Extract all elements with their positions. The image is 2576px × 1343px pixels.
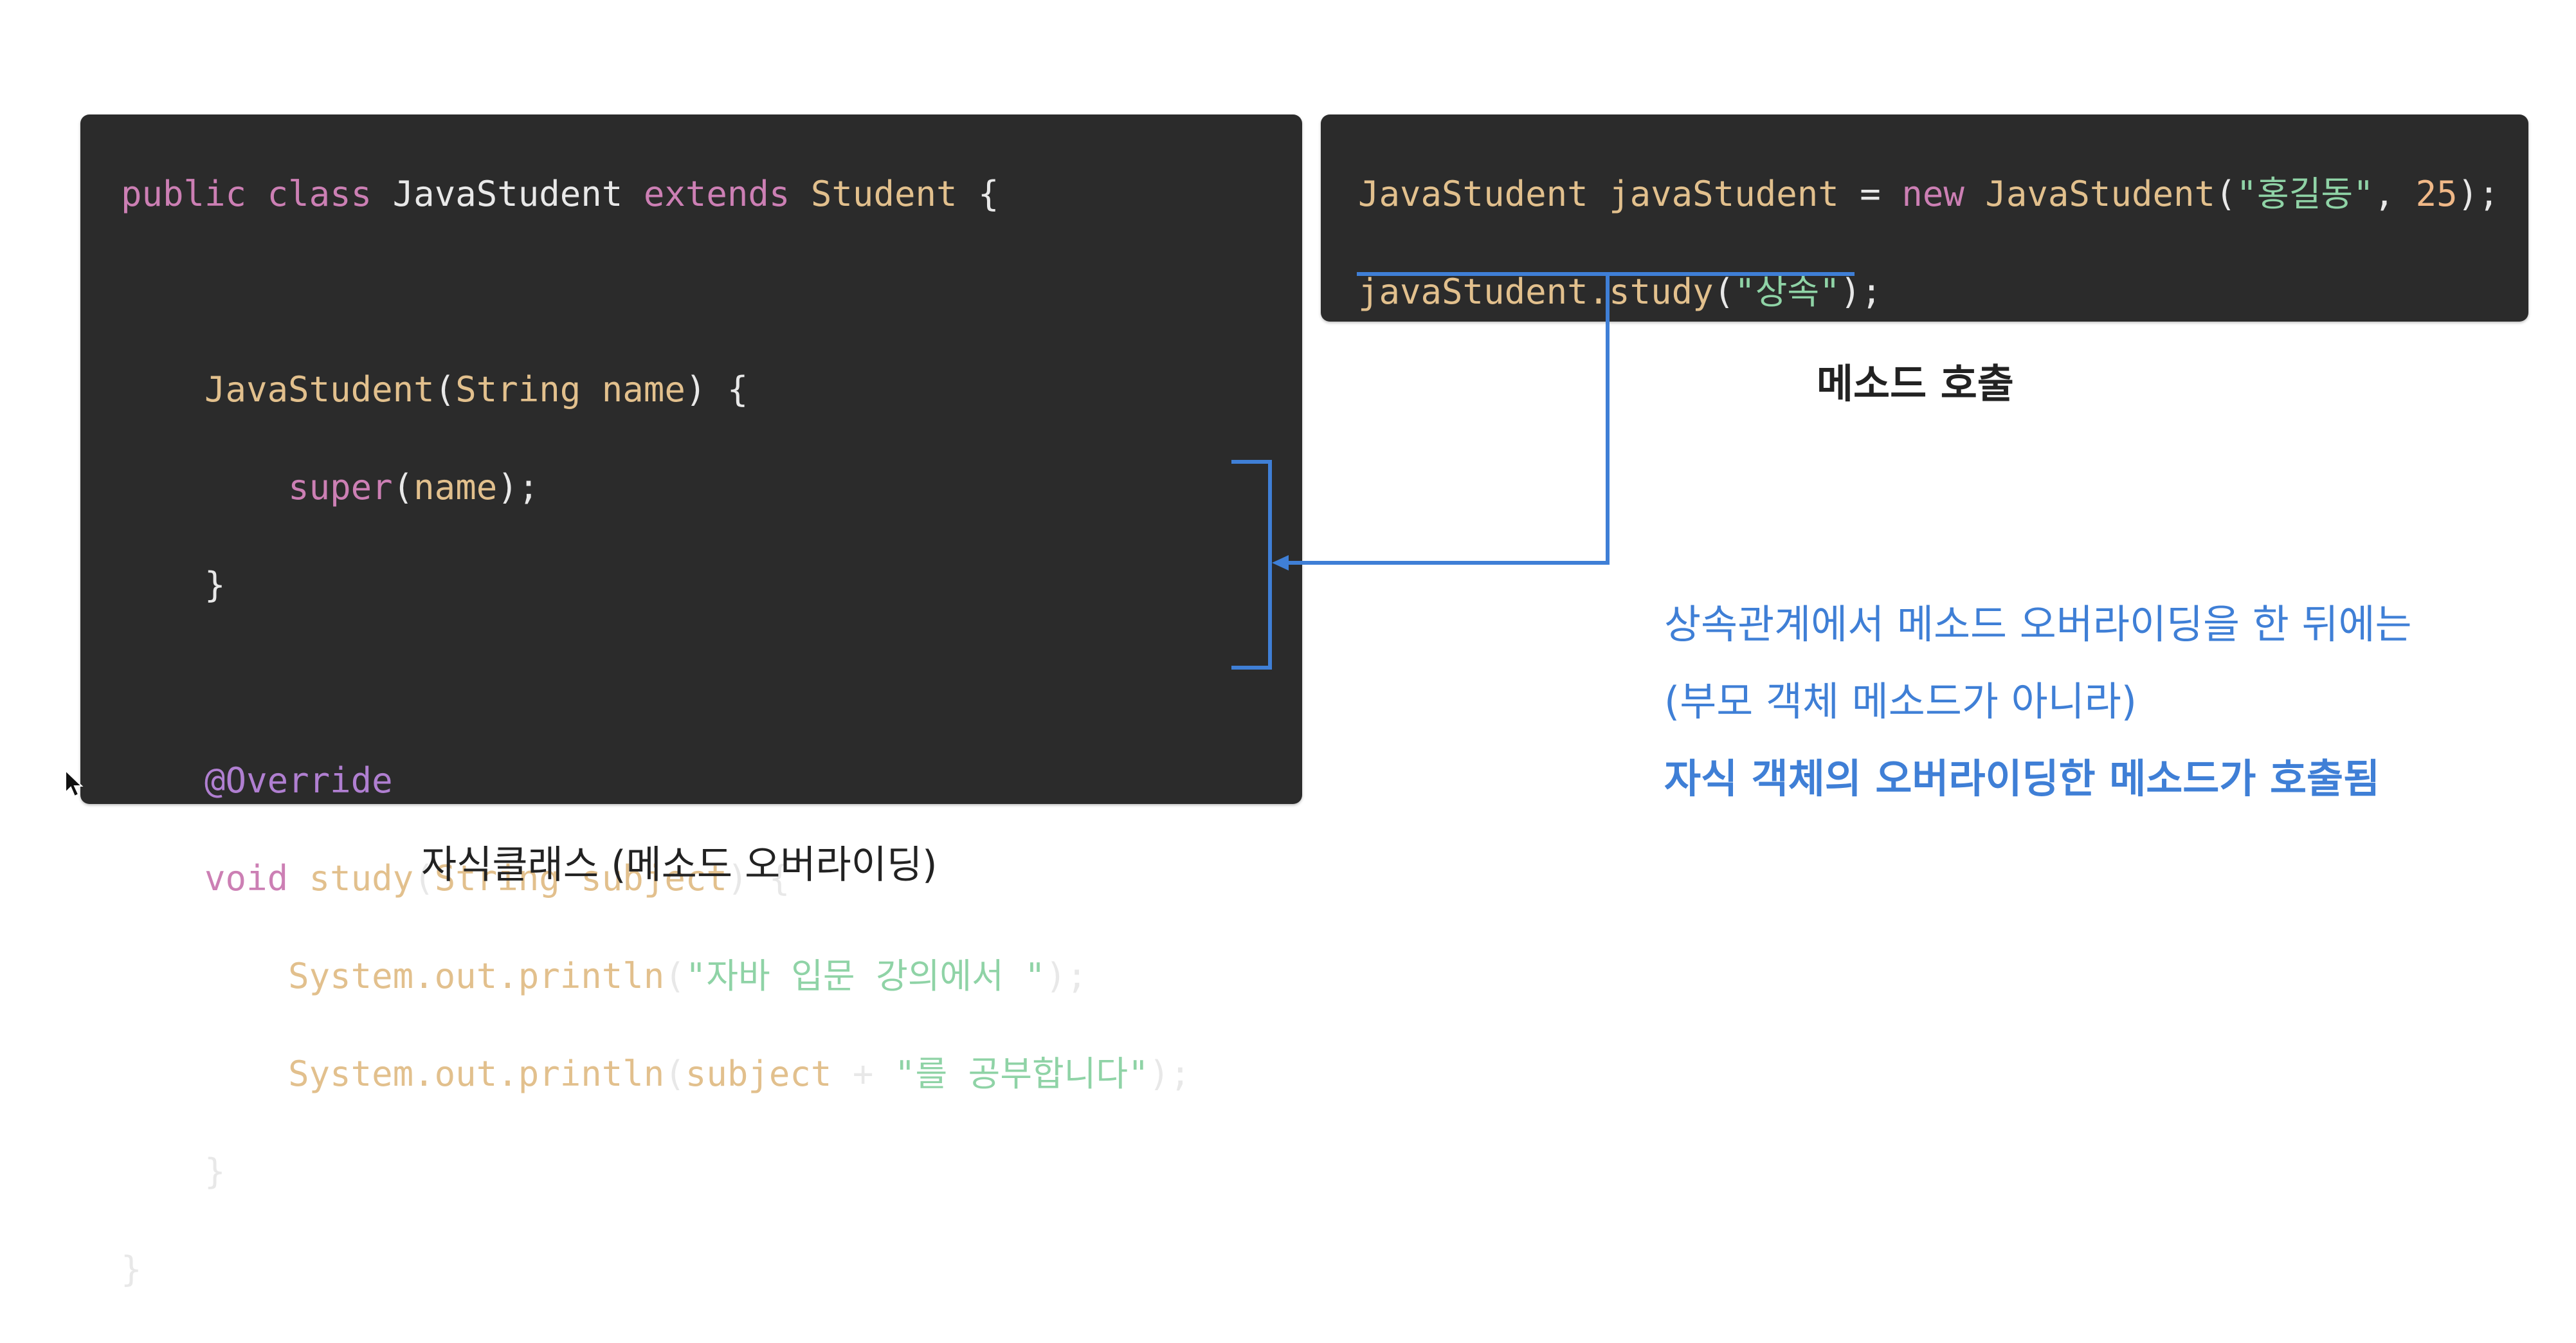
param-name: subject: [581, 858, 727, 899]
code-line-class-declaration: public class JavaStudent extends Student…: [121, 170, 1191, 219]
paren-close: );: [2457, 174, 2499, 214]
string-literal: "를 공부합니다": [894, 1054, 1149, 1094]
argument-name: name: [413, 467, 498, 507]
code-line-println-2: System.out.println(subject + "를 공부합니다");: [121, 1050, 1191, 1099]
paren-close: );: [1148, 1054, 1191, 1094]
keyword-class: class: [267, 174, 372, 214]
paren-close: ) {: [685, 369, 748, 410]
keyword-extends: extends: [643, 174, 790, 214]
method-call-code-panel: [1321, 114, 2528, 322]
constructor-name: JavaStudent: [204, 369, 435, 410]
method-call-code: JavaStudent javaStudent = new JavaStuden…: [1358, 170, 2499, 365]
code-line-println-1: System.out.println("자바 입문 강의에서 ");: [121, 952, 1191, 1001]
open-brace: {: [978, 174, 999, 214]
param-type: String: [455, 369, 581, 410]
connector-overlay: [1231, 272, 1855, 670]
method-call-caption: 메소드 호출: [1817, 360, 2014, 407]
paren-close: ) {: [727, 858, 790, 899]
close-brace: }: [204, 565, 226, 605]
arrow-head-icon: [1272, 555, 1289, 571]
child-class-caption: 자식클래스 (메소드 오버라이딩): [421, 843, 938, 888]
explanation-line-2: (부모 객체 메소드가 아니라): [1664, 678, 2137, 725]
param-name: name: [601, 369, 685, 410]
keyword-public: public: [121, 174, 247, 214]
paren-close: );: [497, 467, 540, 507]
argument-name: subject: [685, 1054, 832, 1094]
paren-open: (: [392, 467, 414, 507]
string-literal: "상속": [1734, 271, 1840, 312]
code-line-study-call: javaStudent.study("상속");: [1358, 268, 2499, 316]
code-line-instantiation: JavaStudent javaStudent = new JavaStuden…: [1358, 170, 2499, 219]
parent-class-name: Student: [810, 174, 957, 214]
mouse-cursor-icon: [65, 769, 84, 798]
string-literal: "자바 입문 강의에서 ": [685, 956, 1046, 996]
paren-open: (: [413, 858, 435, 899]
explanation-line-3: 자식 객체의 오버라이딩한 메소드가 호출됨: [1664, 755, 2381, 802]
bracket-icon: [1231, 460, 1272, 670]
paren-open: (: [664, 1054, 685, 1094]
string-literal: "홍길동": [2236, 174, 2374, 214]
code-line-constructor-end: }: [121, 561, 1191, 610]
number-literal: 25: [2415, 174, 2458, 214]
paren-open: (: [2215, 174, 2236, 214]
variable-type: JavaStudent: [1358, 174, 1588, 214]
assign-operator: =: [1838, 174, 1902, 214]
explanation-line-1: 상속관계에서 메소드 오버라이딩을 한 뒤에는: [1664, 601, 2412, 648]
println-call: System.out.println: [288, 1054, 665, 1094]
constructor-name: JavaStudent: [1985, 174, 2215, 214]
code-line-annotation: @Override: [121, 756, 1191, 805]
close-brace: }: [204, 1151, 226, 1192]
close-brace: }: [121, 1249, 142, 1290]
param-type: String: [434, 858, 560, 899]
class-name: JavaStudent: [392, 174, 623, 214]
override-annotation: @Override: [204, 760, 393, 801]
paren-open: (: [434, 369, 456, 410]
comma: ,: [2373, 174, 2416, 214]
println-call: System.out.println: [288, 956, 665, 996]
plus-operator: +: [831, 1054, 894, 1094]
code-line-method-declaration: void study(String subject) {: [121, 854, 1191, 903]
code-line-constructor: JavaStudent(String name) {: [121, 365, 1191, 414]
code-line-method-end: }: [121, 1147, 1191, 1196]
code-line-super-call: super(name);: [121, 463, 1191, 512]
code-line-class-end: }: [121, 1245, 1191, 1294]
method-name: study: [309, 858, 414, 899]
paren-open: (: [1713, 271, 1735, 312]
variable-name: javaStudent: [1609, 174, 1839, 214]
paren-close: );: [1045, 956, 1087, 996]
keyword-new: new: [1901, 174, 1964, 214]
child-class-code-panel: [80, 114, 1302, 804]
connector-line: [1285, 274, 1610, 565]
keyword-void: void: [204, 858, 289, 899]
paren-close: );: [1840, 271, 1882, 312]
method-call: javaStudent.study: [1358, 271, 1714, 312]
paren-open: (: [664, 956, 685, 996]
keyword-super: super: [288, 467, 393, 507]
